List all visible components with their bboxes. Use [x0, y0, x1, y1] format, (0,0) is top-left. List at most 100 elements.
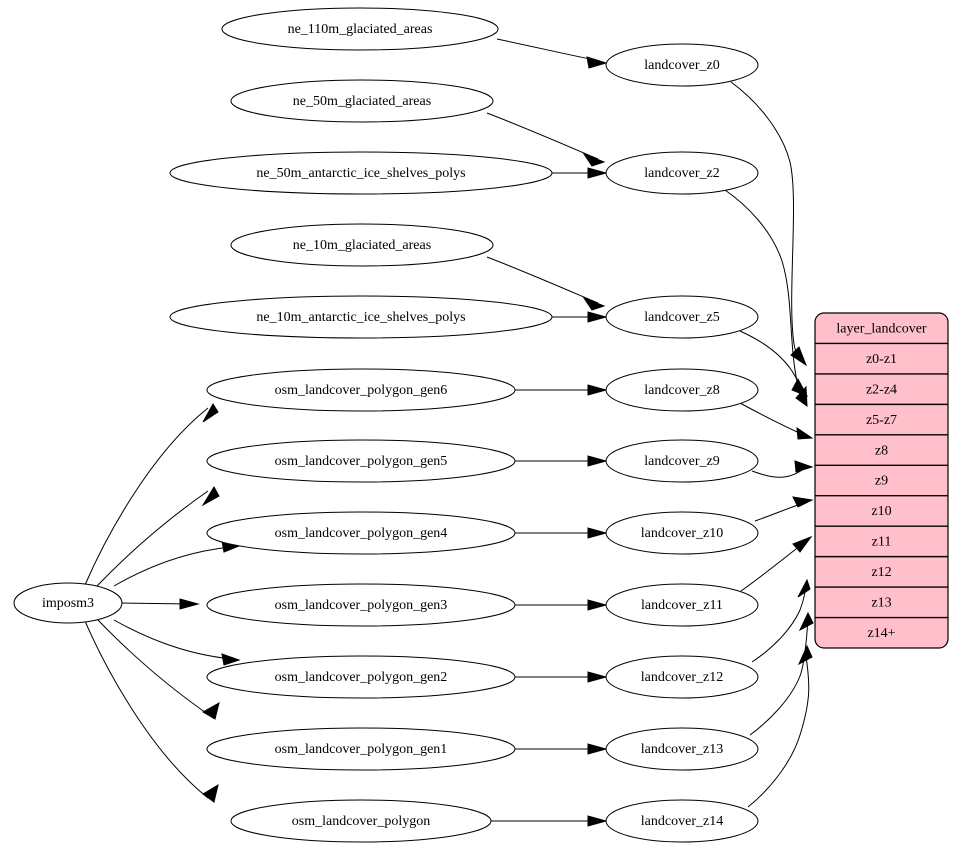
node-shape[interactable] [206, 511, 516, 555]
node-osm_landcover_polygon[interactable]: osm_landcover_polygon [230, 799, 492, 843]
node-ne_110m_glaciated_areas[interactable]: ne_110m_glaciated_areas [221, 7, 499, 51]
arrowhead-icon [587, 384, 608, 396]
record-row-z12[interactable]: z12 [815, 555, 948, 587]
row-hit-area[interactable] [815, 496, 948, 526]
edge-line [730, 81, 800, 360]
edge-imposm3-to-osm_landcover_polygon_gen1 [96, 618, 220, 720]
nodes-layer: imposm3 ne_110m_glaciated_areas ne_50m_gla… [13, 7, 759, 843]
record-node-layer_landcover[interactable]: layer_landcoverz0-z1z2-z4z5-z7z8z9z10z11… [814, 312, 949, 649]
node-landcover_z9[interactable]: landcover_z9 [605, 439, 759, 483]
node-osm_landcover_polygon_gen2[interactable]: osm_landcover_polygon_gen2 [206, 655, 516, 699]
node-shape[interactable] [169, 151, 553, 195]
edge-ne_10m_glaciated_areas-to-landcover_z5 [486, 256, 606, 311]
edges-layer [84, 38, 814, 827]
row-hit-area[interactable] [815, 404, 948, 434]
node-shape[interactable] [206, 727, 516, 771]
node-landcover_z12[interactable]: landcover_z12 [605, 655, 759, 699]
node-shape[interactable] [605, 151, 759, 195]
arrowhead-icon [587, 671, 608, 683]
arrowhead-icon [795, 385, 808, 408]
node-landcover_z8[interactable]: landcover_z8 [605, 368, 759, 412]
edge-imposm3-to-osm_landcover_polygon_gen4 [113, 540, 241, 587]
node-osm_landcover_polygon_gen4[interactable]: osm_landcover_polygon_gen4 [206, 511, 516, 555]
edge-imposm3-to-osm_landcover_polygon_gen6 [84, 403, 219, 586]
edge-landcover_z8-to-record-z8 [739, 402, 814, 440]
row-hit-area[interactable] [815, 313, 948, 343]
node-landcover_z5[interactable]: landcover_z5 [605, 295, 759, 339]
node-shape[interactable] [230, 223, 494, 267]
arrowhead-icon [221, 653, 241, 666]
edge-line [84, 620, 209, 799]
edge-landcover_z11-to-record-z11 [740, 535, 813, 592]
node-osm_landcover_polygon_gen1[interactable]: osm_landcover_polygon_gen1 [206, 727, 516, 771]
row-hit-area[interactable] [815, 557, 948, 587]
record-row-z13[interactable]: z13 [815, 586, 948, 617]
node-shape[interactable] [605, 583, 759, 627]
node-landcover_z10[interactable]: landcover_z10 [605, 511, 759, 555]
row-hit-area[interactable] [815, 526, 948, 556]
node-osm_landcover_polygon_gen3[interactable]: osm_landcover_polygon_gen3 [206, 583, 516, 627]
node-shape[interactable] [169, 295, 553, 339]
row-hit-area[interactable] [815, 465, 948, 495]
record-row-z11[interactable]: z11 [815, 525, 948, 556]
row-hit-area[interactable] [815, 435, 948, 465]
node-shape[interactable] [230, 79, 494, 123]
node-landcover_z13[interactable]: landcover_z13 [605, 727, 759, 771]
node-imposm3[interactable]: imposm3 [13, 582, 123, 624]
node-shape[interactable] [13, 582, 123, 624]
node-shape[interactable] [605, 655, 759, 699]
node-ne_50m_antarctic_ice_shelves_polys[interactable]: ne_50m_antarctic_ice_shelves_polys [169, 151, 553, 195]
node-shape[interactable] [605, 511, 759, 555]
node-osm_landcover_polygon_gen5[interactable]: osm_landcover_polygon_gen5 [206, 439, 516, 483]
node-ne_10m_antarctic_ice_shelves_polys[interactable]: ne_10m_antarctic_ice_shelves_polys [169, 295, 553, 339]
record-row-z8[interactable]: z8 [815, 434, 948, 465]
edge-imposm3-to-osm_landcover_polygon_gen5 [95, 486, 220, 588]
node-shape[interactable] [206, 368, 516, 412]
record-row-z5-z7[interactable]: z5-z7 [815, 403, 948, 434]
node-landcover_z2[interactable]: landcover_z2 [605, 151, 759, 195]
edge-line [739, 402, 807, 437]
node-shape[interactable] [605, 439, 759, 483]
record-row-z0-z1[interactable]: z0-z1 [815, 342, 948, 373]
node-ne_50m_glaciated_areas[interactable]: ne_50m_glaciated_areas [230, 79, 494, 123]
arrowhead-icon [587, 455, 608, 467]
node-shape[interactable] [605, 368, 759, 412]
edge-landcover_z5-to-record-z5-z7 [739, 330, 808, 408]
edge-line [84, 407, 209, 586]
node-landcover_z11[interactable]: landcover_z11 [605, 583, 759, 627]
node-landcover_z14[interactable]: landcover_z14 [605, 799, 759, 843]
edge-landcover_z10-to-record-z10 [754, 496, 814, 522]
arrowhead-icon [587, 815, 608, 827]
edge-line [113, 546, 232, 587]
arrowhead-icon [587, 599, 608, 611]
node-landcover_z0[interactable]: landcover_z0 [605, 43, 759, 87]
node-ne_10m_glaciated_areas[interactable]: ne_10m_glaciated_areas [230, 223, 494, 267]
node-shape[interactable] [230, 799, 492, 843]
record-row-z2-z4[interactable]: z2-z4 [815, 373, 948, 404]
node-shape[interactable] [605, 799, 759, 843]
node-shape[interactable] [206, 439, 516, 483]
arrowhead-icon [790, 346, 808, 367]
node-shape[interactable] [605, 727, 759, 771]
row-hit-area[interactable] [815, 618, 948, 648]
node-shape[interactable] [605, 295, 759, 339]
edge-line [486, 112, 599, 160]
node-shape[interactable] [206, 583, 516, 627]
record-row-z9[interactable]: z9 [815, 464, 948, 495]
record-row-z14+[interactable]: z14+ [815, 616, 948, 648]
arrowhead-icon [179, 598, 200, 610]
node-shape[interactable] [206, 655, 516, 699]
arrowhead-icon [201, 486, 220, 507]
edge-osm_landcover_polygon_gen4-to-landcover_z10 [515, 527, 608, 539]
record-row-z10[interactable]: z10 [815, 495, 948, 526]
edge-ne_50m_antarctic_ice_shelves_polys-to-landcover_z2 [552, 167, 608, 179]
node-osm_landcover_polygon_gen6[interactable]: osm_landcover_polygon_gen6 [206, 368, 516, 412]
edge-line [740, 540, 807, 592]
row-hit-area[interactable] [815, 343, 948, 373]
row-hit-area[interactable] [815, 587, 948, 617]
record-row-header[interactable]: layer_landcover [815, 313, 948, 343]
row-hit-area[interactable] [815, 374, 948, 404]
node-shape[interactable] [221, 7, 499, 51]
node-shape[interactable] [605, 43, 759, 87]
